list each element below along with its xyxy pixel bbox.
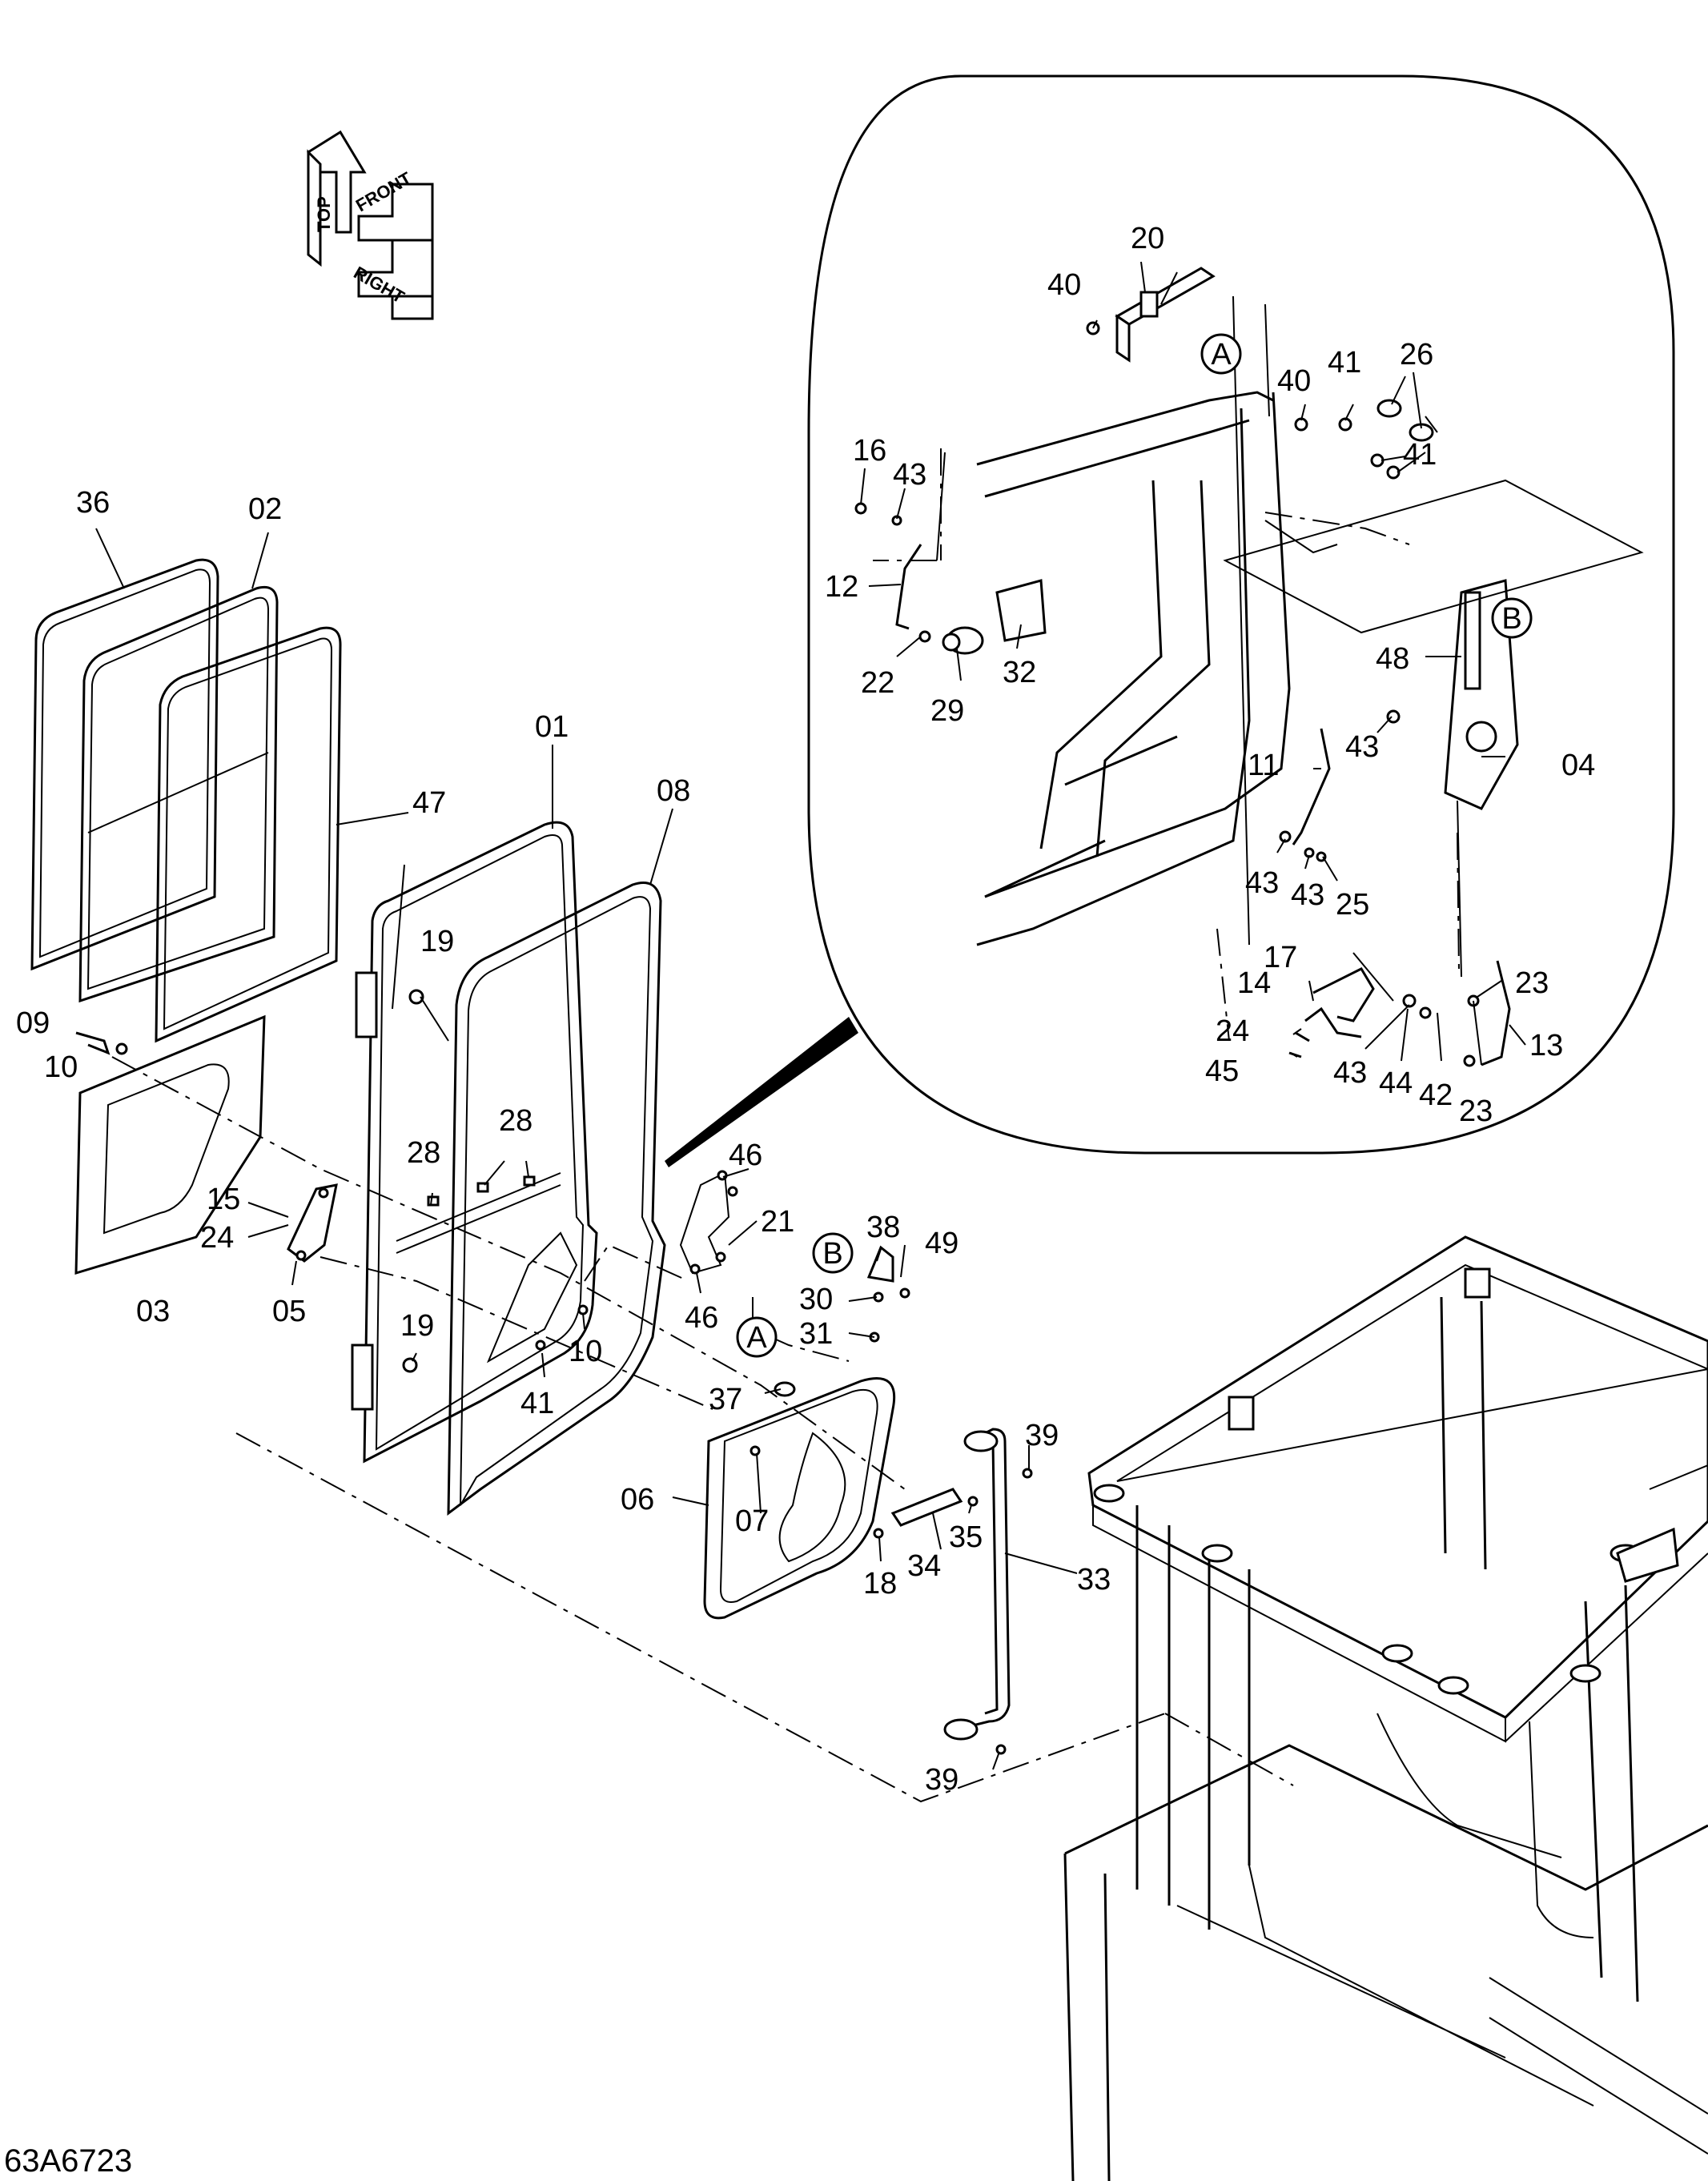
- label-48: 48: [1376, 642, 1409, 676]
- label-26: 26: [1400, 338, 1433, 372]
- orientation-icon: TOP FRONT RIGHT: [307, 130, 434, 320]
- label-19-lower: 19: [400, 1309, 434, 1343]
- label-28-right: 28: [499, 1104, 532, 1138]
- label-40-upper: 40: [1047, 268, 1081, 302]
- label-34: 34: [907, 1549, 941, 1583]
- detail-latch-assembly: [854, 267, 1644, 1067]
- label-18: 18: [863, 1567, 897, 1601]
- label-33: 33: [1077, 1563, 1111, 1597]
- cab-frame: [1063, 1235, 1708, 2181]
- label-10-door: 10: [569, 1335, 602, 1368]
- detail-ref-a-upper: A: [1200, 333, 1242, 375]
- label-16: 16: [853, 434, 886, 468]
- label-24-left: 24: [200, 1221, 234, 1255]
- label-43-low2: 43: [1291, 878, 1324, 912]
- glass-panels: [30, 558, 342, 1275]
- svg-text:A: A: [746, 1321, 767, 1355]
- label-09: 09: [16, 1006, 50, 1040]
- leader-lines: [95, 261, 1526, 1770]
- label-43-mid: 43: [1345, 730, 1379, 764]
- detail-ref-b-lower: B: [812, 1232, 854, 1274]
- label-14: 14: [1237, 966, 1271, 1000]
- detail-pointer: [665, 1017, 858, 1167]
- drawing-code: 63A6723: [4, 2143, 132, 2179]
- label-15: 15: [207, 1183, 240, 1216]
- assembly-lines: [111, 448, 1460, 1803]
- label-39-upper: 39: [1025, 1419, 1059, 1452]
- label-28-left: 28: [407, 1136, 440, 1170]
- label-23-lower: 23: [1459, 1095, 1493, 1128]
- handle-assembly: [287, 1183, 338, 1263]
- label-11: 11: [1248, 749, 1279, 782]
- label-41-right: 41: [1403, 438, 1437, 472]
- label-03: 03: [136, 1295, 170, 1328]
- label-36: 36: [76, 486, 110, 520]
- label-49: 49: [925, 1227, 958, 1260]
- label-46-lower: 46: [685, 1301, 718, 1335]
- label-24-detail: 24: [1216, 1014, 1249, 1048]
- label-19-upper: 19: [420, 925, 454, 958]
- label-47: 47: [412, 786, 446, 820]
- detail-ref-b-upper: B: [1491, 597, 1533, 639]
- label-31: 31: [799, 1317, 833, 1351]
- label-38: 38: [866, 1211, 900, 1244]
- svg-text:A: A: [1211, 338, 1232, 372]
- detail-ref-a-lower: A: [736, 1316, 778, 1358]
- label-05: 05: [272, 1295, 306, 1328]
- label-10-left: 10: [44, 1050, 78, 1084]
- label-21: 21: [761, 1205, 794, 1239]
- detail-view-frame: [807, 74, 1675, 1155]
- label-23-upper: 23: [1515, 966, 1549, 1000]
- orientation-label-top: TOP: [314, 196, 334, 232]
- label-43-upper: 43: [893, 458, 926, 492]
- label-20: 20: [1131, 222, 1164, 255]
- label-44: 44: [1379, 1066, 1413, 1100]
- label-22: 22: [861, 666, 894, 700]
- label-17: 17: [1264, 941, 1297, 974]
- label-02: 02: [248, 492, 282, 526]
- label-43-low3: 43: [1333, 1056, 1367, 1090]
- label-25: 25: [1336, 888, 1369, 922]
- label-12: 12: [825, 570, 858, 604]
- label-41-door: 41: [520, 1387, 554, 1420]
- label-01: 01: [535, 710, 569, 744]
- label-40-right: 40: [1277, 364, 1311, 398]
- label-41-upper: 41: [1328, 346, 1361, 380]
- svg-text:B: B: [822, 1237, 842, 1271]
- label-30: 30: [799, 1283, 833, 1316]
- label-43-low1: 43: [1245, 866, 1279, 900]
- part-labels: 36 02 47 01 08 09 10 03 15 24 05 19 19 2…: [16, 222, 1595, 1797]
- label-39-lower: 39: [925, 1763, 958, 1797]
- bracket-assembly: [679, 1170, 738, 1275]
- label-08: 08: [657, 774, 690, 808]
- label-07: 07: [735, 1504, 769, 1538]
- inner-trim-panel: [703, 1245, 910, 1620]
- label-29: 29: [930, 694, 964, 728]
- label-35: 35: [949, 1520, 983, 1554]
- label-46-upper: 46: [729, 1139, 762, 1172]
- label-37: 37: [709, 1383, 742, 1416]
- label-06: 06: [621, 1483, 654, 1516]
- door-frame: [351, 821, 666, 1516]
- label-42: 42: [1419, 1078, 1453, 1112]
- svg-text:B: B: [1501, 602, 1521, 636]
- label-13: 13: [1529, 1029, 1563, 1062]
- grab-bar-assembly: [890, 1428, 1033, 1755]
- label-04: 04: [1561, 749, 1595, 782]
- label-32: 32: [1003, 656, 1036, 689]
- label-45: 45: [1205, 1054, 1239, 1088]
